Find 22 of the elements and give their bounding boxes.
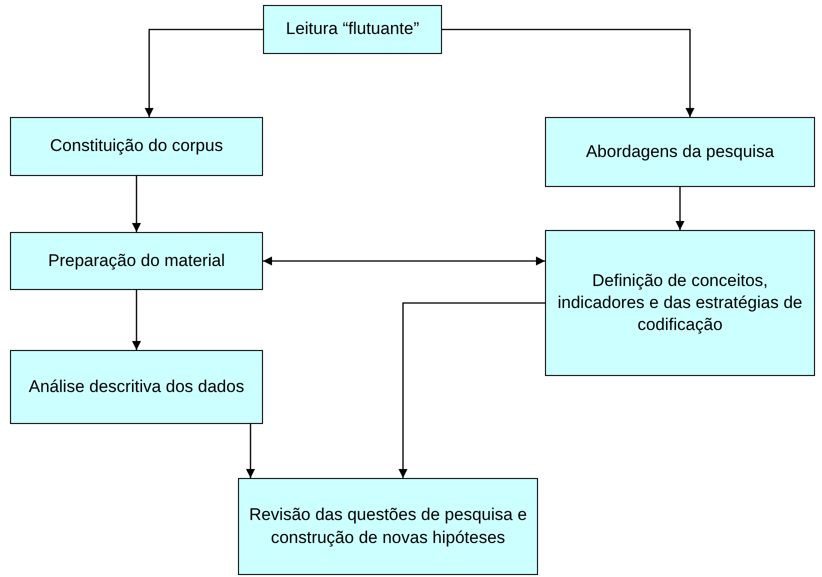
- box-text: Definição de conceitos, indicadores e das estratégias de codificação: [556, 270, 804, 336]
- arrow: [676, 187, 684, 230]
- box-text: Leitura “flutuante”: [286, 18, 420, 40]
- arrow: [132, 290, 141, 350]
- process-box: [238, 478, 538, 575]
- box-text: Abordagens da pesquisa: [586, 140, 774, 163]
- process-box: [10, 232, 263, 290]
- box-text: Preparação do material: [48, 250, 225, 272]
- box-text: Análise descritiva dos dados: [28, 376, 244, 398]
- arrow: [246, 424, 255, 478]
- box-text: Revisão das questões de pesquisa e construção de novas hipóteses: [248, 504, 528, 549]
- arrow: [144, 28, 263, 117]
- arrow: [442, 28, 694, 117]
- box-text: Constituição do corpus: [50, 135, 223, 158]
- process-box: [10, 117, 263, 176]
- process-box: [545, 230, 815, 376]
- arrow: [398, 302, 545, 478]
- process-box: [263, 5, 442, 54]
- arrow: [132, 176, 141, 232]
- arrow: [263, 256, 545, 266]
- process-box: [545, 117, 815, 187]
- process-box: [10, 350, 263, 424]
